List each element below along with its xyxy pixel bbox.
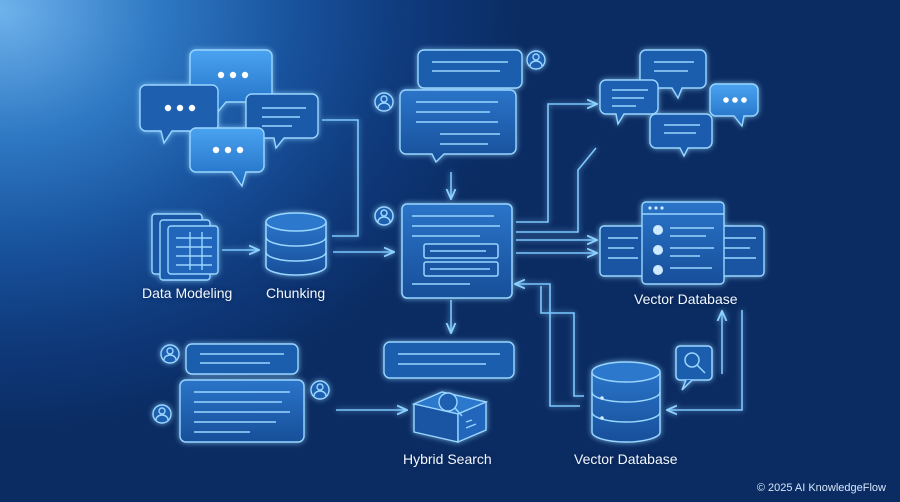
connector-db-to-center — [516, 284, 580, 407]
chat-cluster-bottomleft — [152, 343, 330, 443]
database-icon — [591, 361, 661, 443]
chat-cluster-topcenter — [374, 49, 546, 164]
chat-bubble-icon — [189, 127, 265, 188]
database-icon — [265, 212, 327, 276]
chat-bubble-icon — [417, 49, 523, 89]
search-box-icon — [383, 341, 515, 444]
chat-cluster-topleft — [139, 49, 319, 188]
connector-center-to-chats-2 — [516, 147, 597, 233]
user-icon — [526, 50, 546, 70]
server-window-icon — [599, 201, 765, 285]
document-stack-icon — [151, 213, 219, 281]
label-vector-database-right: Vector Database — [634, 291, 738, 307]
chat-bubble-icon — [599, 79, 659, 126]
connector-db-to-center-2 — [540, 286, 584, 397]
chat-cluster-topright — [599, 49, 759, 158]
label-chunking: Chunking — [266, 285, 326, 301]
connectors — [222, 104, 743, 410]
chat-bubble-icon — [399, 89, 517, 164]
chat-bubble-icon — [649, 113, 713, 158]
label-hybrid-search: Hybrid Search — [403, 451, 492, 467]
user-icon — [160, 344, 180, 364]
chat-bubble-icon — [179, 379, 305, 443]
chat-bubble-icon — [185, 343, 299, 375]
connector-center-to-chats — [516, 104, 596, 223]
user-icon — [374, 92, 394, 112]
copyright-notice: © 2025 AI KnowledgeFlow — [756, 482, 886, 494]
connector-chat-to-center — [322, 119, 359, 237]
user-icon — [152, 404, 172, 424]
connector-magnifier-to-db — [668, 310, 743, 410]
magnifier-icon — [675, 345, 713, 391]
label-vector-database-bottom: Vector Database — [574, 451, 678, 467]
central-panel — [374, 203, 513, 299]
label-data-modeling: Data Modeling — [142, 285, 233, 301]
user-icon — [374, 206, 394, 226]
user-icon — [310, 380, 330, 400]
chat-bubble-icon — [709, 83, 759, 128]
